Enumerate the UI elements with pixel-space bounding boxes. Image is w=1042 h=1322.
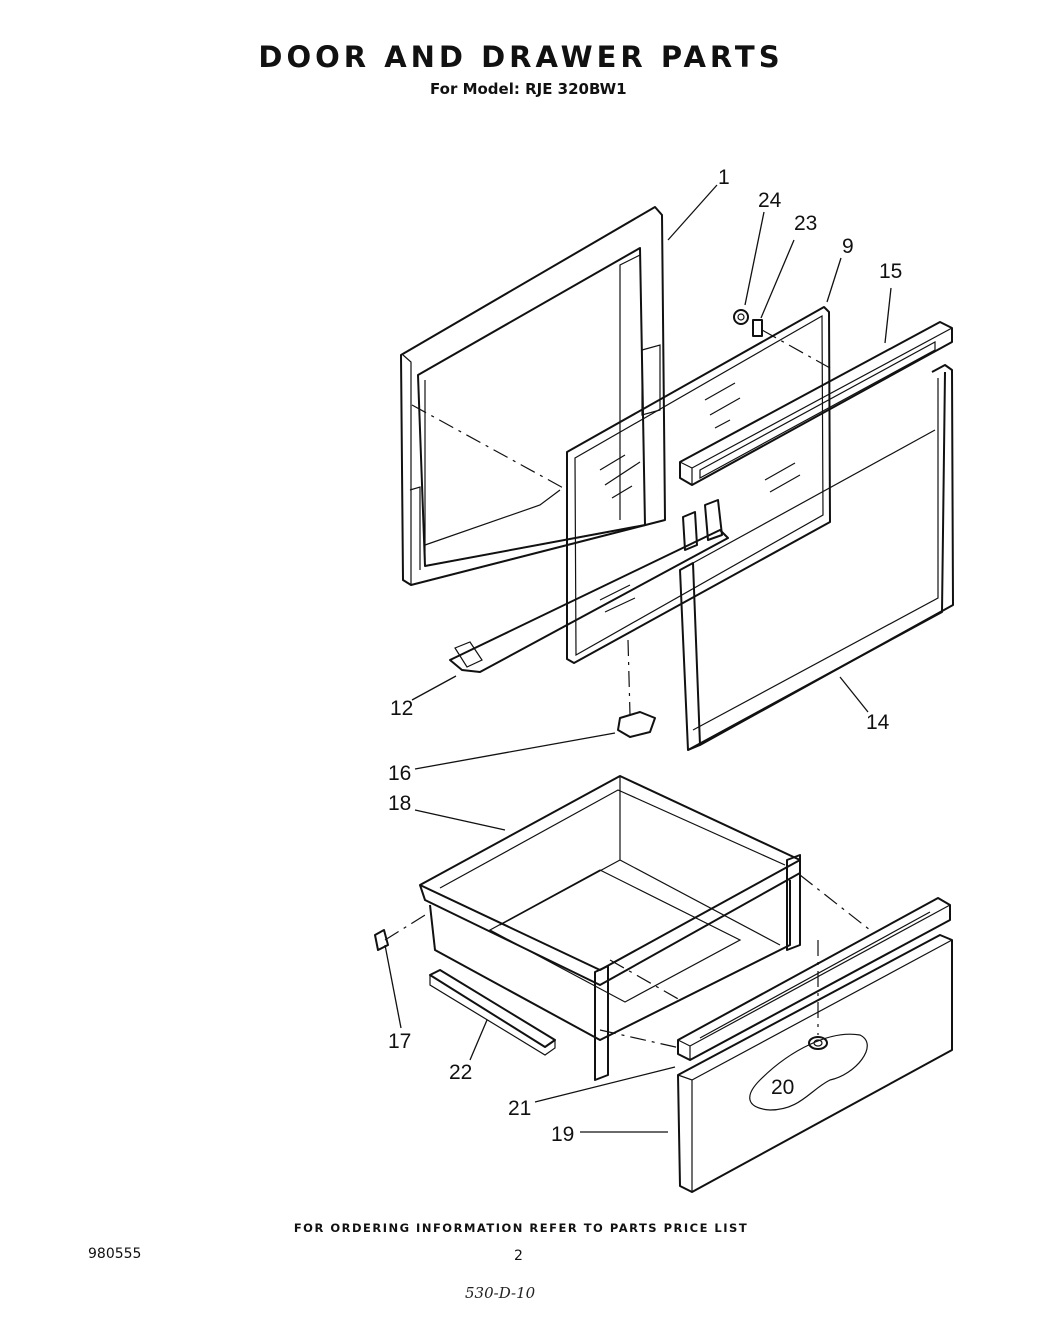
part-drawer-clip <box>374 929 389 951</box>
leader-lines <box>384 184 892 1133</box>
part-drawer-slide <box>429 969 556 1056</box>
part-hinge-block <box>617 711 656 738</box>
callout-12: 12 <box>390 697 413 720</box>
callout-24: 24 <box>758 189 782 212</box>
part-rear-door-frame <box>679 364 954 751</box>
part-top-trim <box>679 321 953 486</box>
part-hinge-bar <box>449 499 729 673</box>
part-drawer-pan <box>419 775 801 1081</box>
part-screw <box>733 309 749 325</box>
callout-16: 16 <box>388 762 411 785</box>
part-outer-door-frame <box>400 206 666 586</box>
callout-15: 15 <box>879 260 902 283</box>
assembly-guides <box>384 329 871 1049</box>
part-drawer-front <box>677 934 953 1193</box>
model-subtitle: For Model: RJE 320BW1 <box>430 80 627 98</box>
callout-20: 20 <box>771 1076 794 1099</box>
callout-17: 17 <box>388 1030 411 1053</box>
part-glass-panel <box>566 306 831 664</box>
page-number: 2 <box>514 1248 523 1264</box>
callout-23: 23 <box>794 212 817 235</box>
callout-22: 22 <box>449 1061 472 1084</box>
callout-14: 14 <box>866 711 890 734</box>
callout-21: 21 <box>508 1097 531 1120</box>
callout-19: 19 <box>551 1123 574 1146</box>
ordering-info-note: FOR ORDERING INFORMATION REFER TO PARTS … <box>293 1221 749 1235</box>
handwritten-code: 530-D-10 <box>465 1284 536 1302</box>
callout-9: 9 <box>842 235 854 258</box>
page-title: DOOR AND DRAWER PARTS <box>258 40 784 74</box>
part-knob <box>808 1036 828 1050</box>
callout-1: 1 <box>718 166 730 189</box>
part-drawer-trim <box>677 897 951 1061</box>
part-clip <box>752 319 763 337</box>
callout-labels: 1 24 23 9 15 12 14 16 18 17 22 20 21 19 <box>388 166 902 1146</box>
callout-18: 18 <box>388 792 411 815</box>
document-number: 980555 <box>88 1246 142 1262</box>
